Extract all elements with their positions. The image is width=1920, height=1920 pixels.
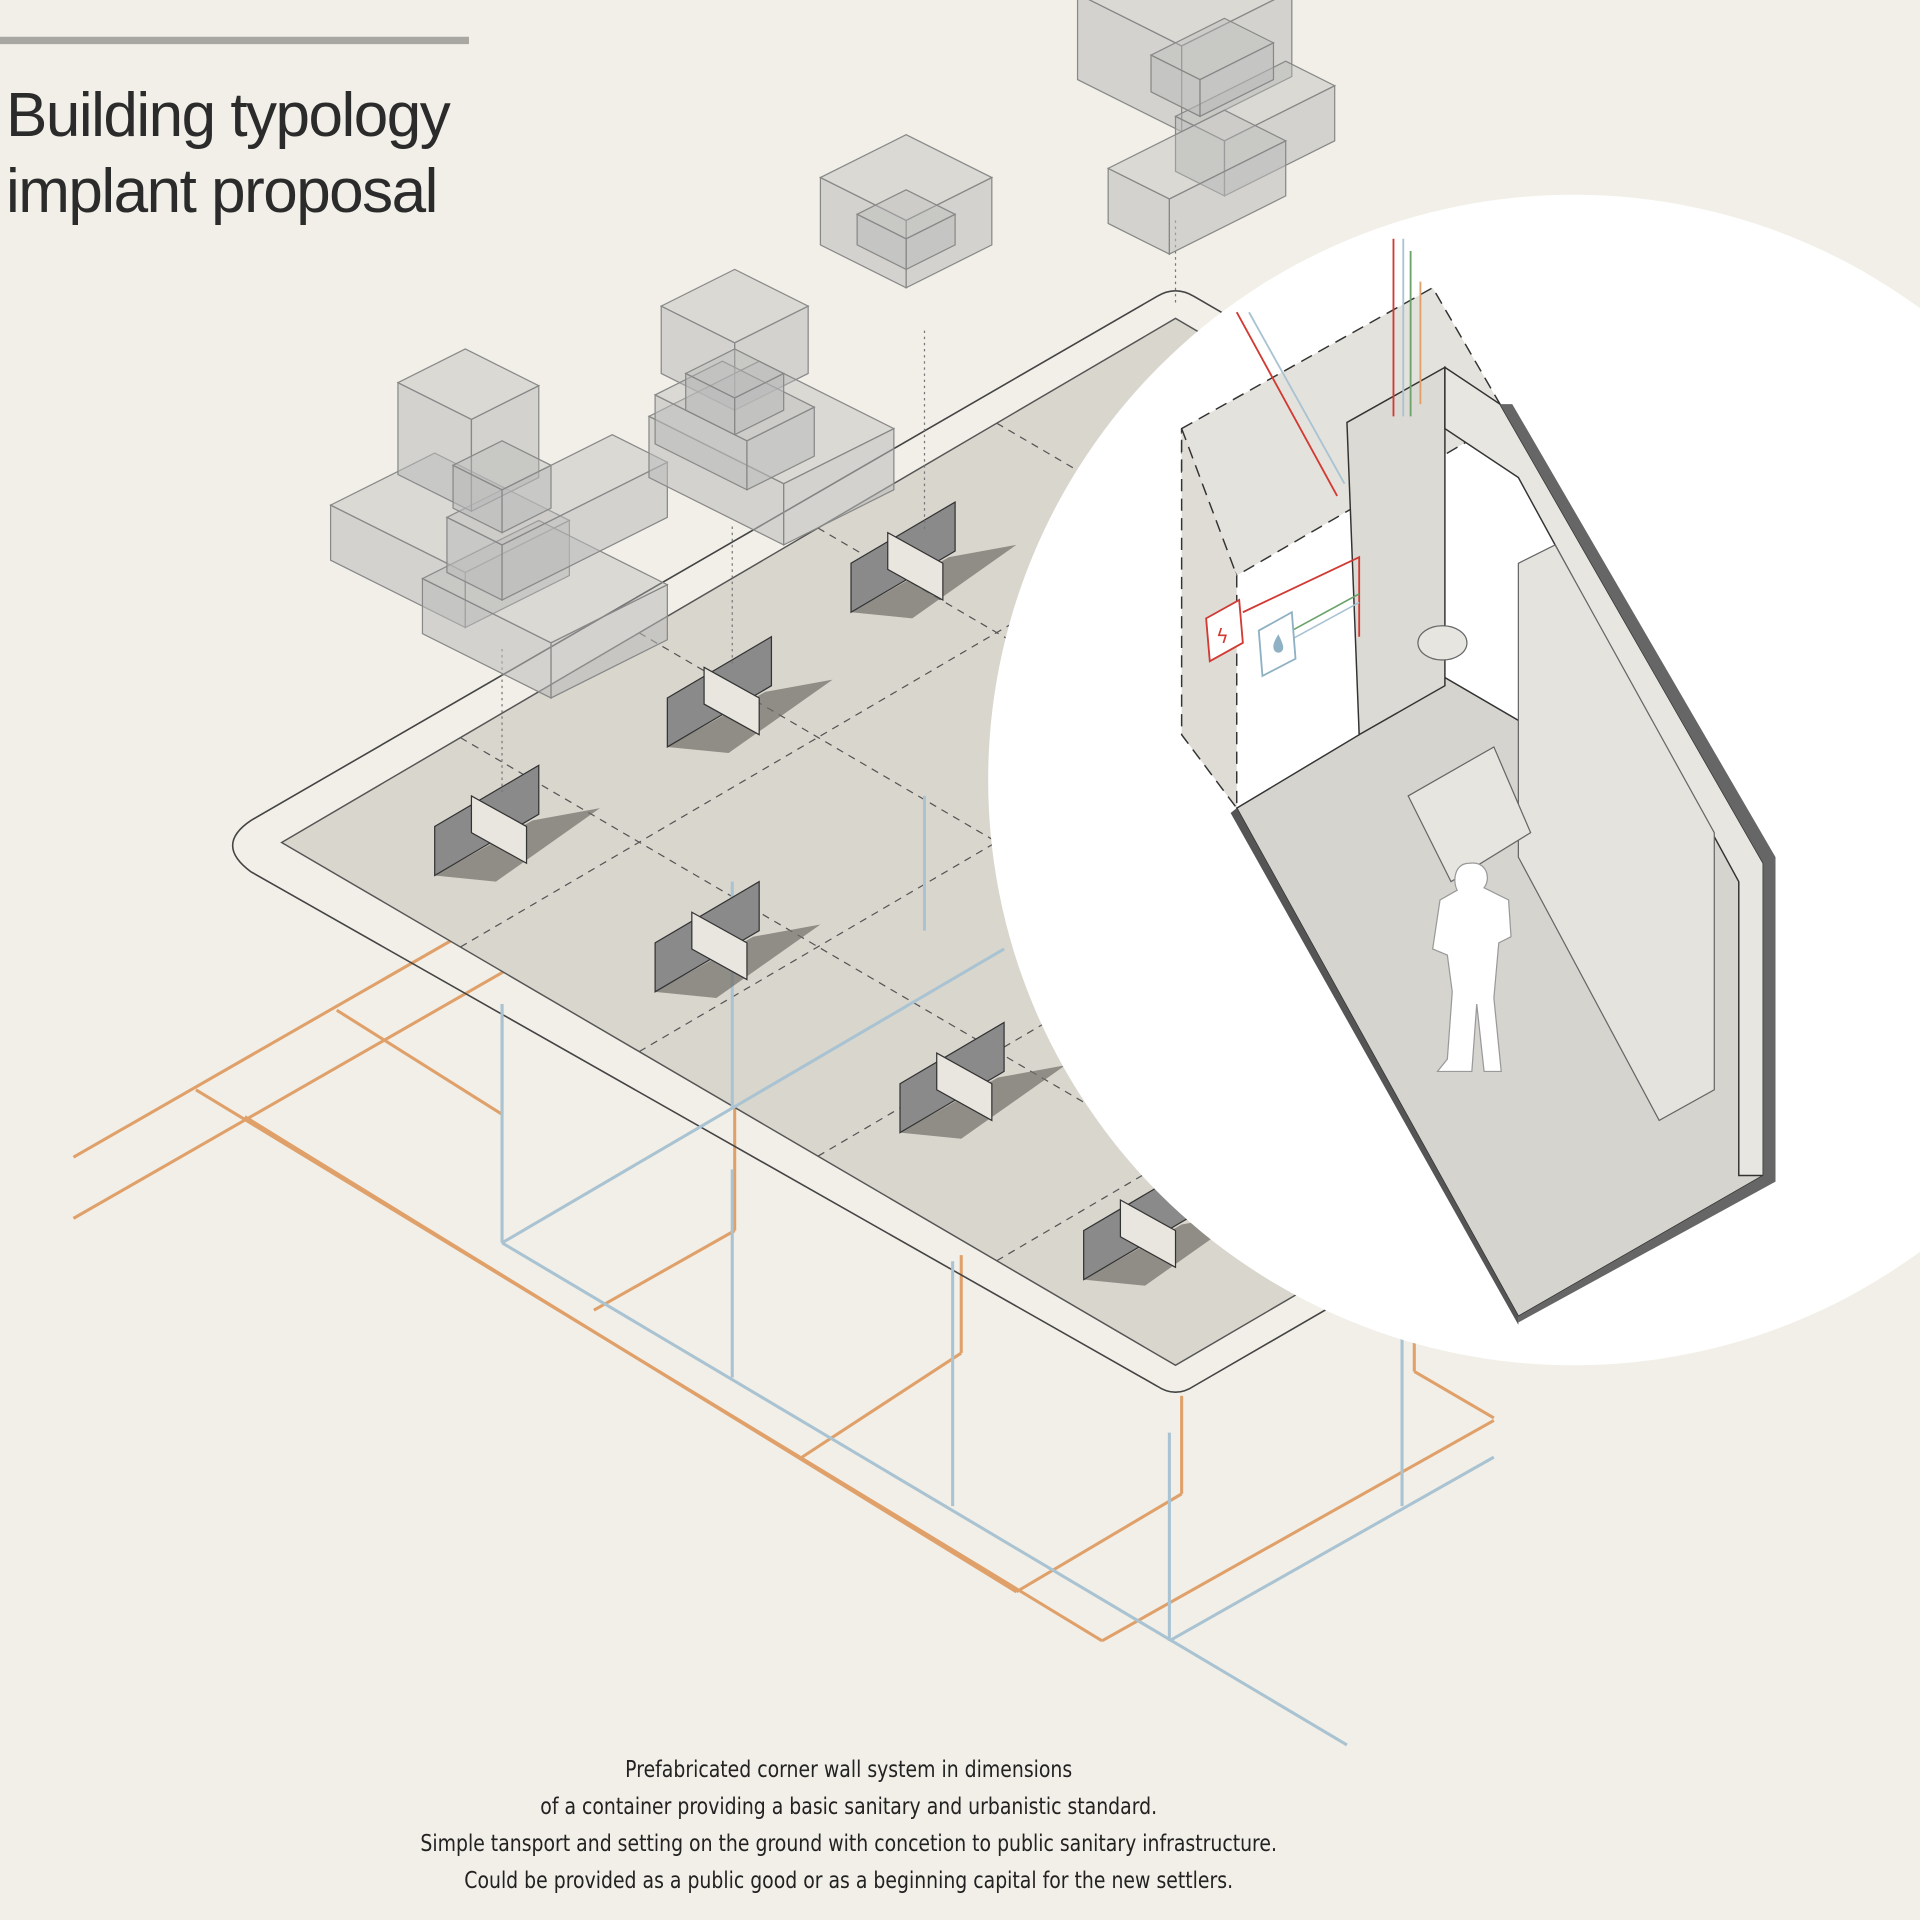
platform-outline: [232, 290, 1920, 1394]
electric-box: ϟ: [1205, 598, 1244, 663]
toilet: [1417, 625, 1468, 661]
wall-return: [703, 666, 760, 736]
water-pipe: [1168, 1455, 1495, 1643]
sink: [1407, 746, 1532, 883]
sewer-pipe: [1101, 1419, 1495, 1643]
caption-line: of a container providing a basic sanitar…: [540, 1794, 1158, 1820]
back-wall: [1444, 365, 1764, 1177]
caption-line: Simple tansport and setting on the groun…: [420, 1831, 1277, 1857]
volume-top: [1106, 109, 1288, 200]
wall-return: [887, 531, 944, 602]
sanitary-unit-detail: ϟ: [1180, 238, 1776, 1325]
volume-top: [819, 134, 994, 222]
caption: Prefabricated corner wall system in dime…: [0, 1752, 1697, 1900]
sewer-pipe: [335, 1008, 503, 1116]
page-title: Building typology implant proposal: [6, 78, 451, 230]
volume-top: [855, 189, 957, 240]
volume-top: [1149, 17, 1275, 81]
title-line-2: implant proposal: [6, 157, 438, 226]
volume-top: [1088, 0, 1275, 47]
volume-top: [396, 348, 541, 421]
human-figure: [1431, 862, 1512, 1073]
wall-return: [936, 1052, 993, 1122]
volume-top: [451, 440, 553, 491]
sewer-pipe: [244, 1115, 1018, 1594]
sewer-pipe: [1015, 1492, 1183, 1594]
caption-line: Could be provided as a public good or as…: [464, 1868, 1234, 1894]
water-pipe: [501, 1241, 1348, 1747]
water-box: [1257, 610, 1297, 678]
wall-return: [691, 911, 748, 981]
sewer-pipe: [593, 1229, 736, 1312]
floor-edge: [1230, 808, 1519, 1325]
corner-wall: [1346, 366, 1446, 736]
building-volumes: [329, 0, 1337, 699]
volume-top: [684, 348, 786, 399]
wall-return: [1119, 1198, 1177, 1269]
sewer-pipe: [801, 1351, 963, 1459]
counter-cabinets: [1517, 544, 1715, 1122]
caption-line: Prefabricated corner wall system in dime…: [625, 1757, 1073, 1783]
pipe-risers: [500, 795, 1495, 1747]
sewer-pipe: [1413, 1370, 1495, 1420]
water-feed: [1291, 601, 1360, 640]
wall-units: [434, 500, 1249, 1286]
wall-return: [470, 794, 528, 865]
water-pipe: [501, 947, 1005, 1245]
lightning-icon: ϟ: [1216, 625, 1229, 648]
green-feed: [1291, 593, 1360, 632]
title-line-1: Building typology: [6, 81, 451, 150]
water-line: [1248, 311, 1346, 485]
volume-top: [659, 268, 810, 344]
water-drop-icon: [1273, 634, 1284, 653]
electric-line: [1235, 311, 1338, 497]
electric-feed: [1242, 555, 1361, 637]
